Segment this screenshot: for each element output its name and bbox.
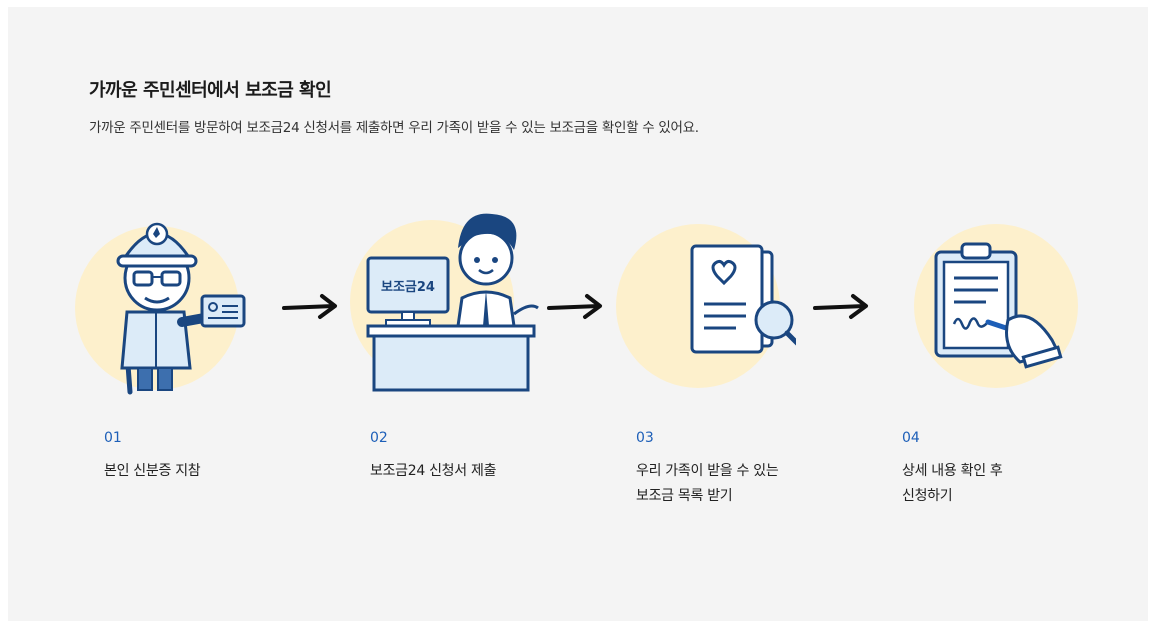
step-description: 보조금24 신청서 제출 (370, 459, 580, 484)
step-line: 본인 신분증 지참 (104, 463, 201, 479)
clipboard-signing-illustration (914, 224, 1078, 388)
step-number: 04 (902, 430, 920, 446)
step-line: 신청하기 (902, 488, 953, 504)
step-line: 우리 가족이 받을 수 있는 (636, 463, 779, 479)
page-description: 가까운 주민센터를 방문하여 보조금24 신청서를 제출하면 우리 가족이 받을… (89, 120, 699, 136)
clerk-at-desk-illustration: 보조금24 (350, 213, 539, 392)
step-number: 02 (370, 430, 388, 446)
document-search-illustration (616, 224, 796, 388)
step-line: 보조금 목록 받기 (636, 488, 733, 504)
page-title: 가까운 주민센터에서 보조금 확인 (89, 80, 332, 101)
step-description: 상세 내용 확인 후 신청하기 (902, 459, 1112, 509)
step-line: 보조금24 신청서 제출 (370, 463, 497, 479)
step-number: 03 (636, 430, 654, 446)
arrow-right-icon (547, 294, 602, 319)
step-description: 우리 가족이 받을 수 있는 보조금 목록 받기 (636, 459, 846, 509)
elder-with-id-illustration (75, 222, 246, 395)
arrow-right-icon (813, 294, 868, 319)
step-line: 상세 내용 확인 후 (902, 463, 1003, 479)
step-description: 본인 신분증 지참 (104, 459, 314, 484)
step-number: 01 (104, 430, 122, 446)
arrow-right-icon (282, 294, 337, 319)
monitor-label: 보조금24 (381, 280, 435, 295)
